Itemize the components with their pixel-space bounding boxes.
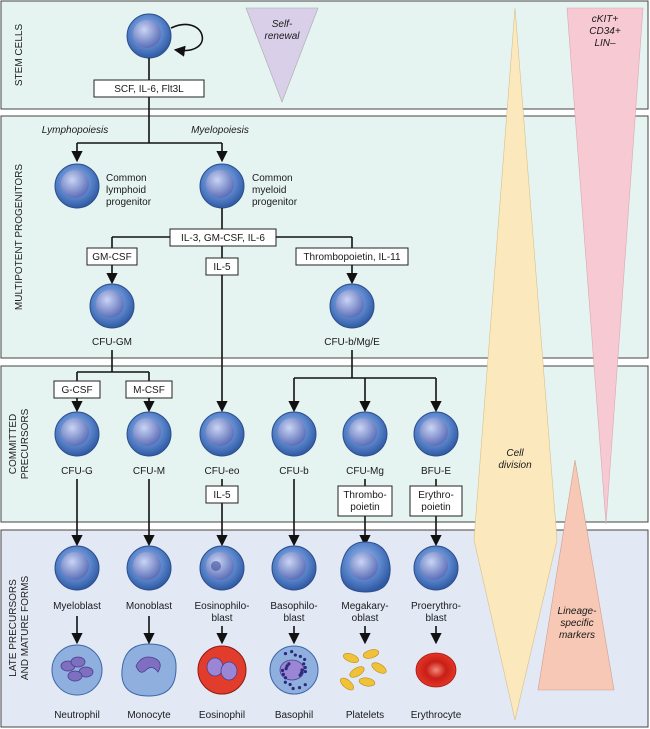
cfu-gm-cell	[89, 283, 135, 329]
common-myeloid-progenitor	[199, 163, 245, 209]
mature-cell-3	[197, 645, 247, 695]
markers-label-3: LIN–	[594, 38, 616, 49]
blast-label-3-b: blast	[211, 613, 232, 624]
blast-label-2-a: Monoblast	[126, 601, 172, 612]
myeloid-label-3: progenitor	[252, 197, 298, 208]
markers-wedge	[566, 7, 644, 525]
lymphoid-label-3: progenitor	[106, 197, 152, 208]
il5-top-label: IL-5	[213, 262, 231, 273]
mature-label-2: Monocyte	[127, 710, 171, 721]
myeloid-factor-label: IL-3, GM-CSF, IL-6	[181, 233, 265, 244]
committed-label-6: BFU-E	[421, 466, 451, 477]
g-csf-label: G-CSF	[61, 385, 92, 396]
mature-cell-2	[121, 643, 177, 697]
committed-cell-3	[199, 411, 245, 457]
committed-label-3: CFU-eo	[204, 466, 239, 477]
lymphoid-label-2: lymphoid	[106, 185, 146, 196]
blast-cell-3	[199, 545, 245, 591]
blast-label-5-a: Megakary-	[341, 601, 388, 612]
band-label-late-2: AND MATURE FORMS	[20, 576, 31, 681]
mature-cell-4	[269, 645, 319, 695]
blast-cell-5	[340, 541, 391, 593]
il5-bottom-label: IL-5	[213, 490, 231, 501]
blast-cell-2	[126, 545, 172, 591]
mature-label-1: Neutrophil	[54, 710, 100, 721]
blast-cell-6	[413, 545, 459, 591]
lineage-label-3: markers	[559, 630, 595, 641]
blast-label-6-b: blast	[425, 613, 446, 624]
mature-cell-1	[51, 644, 103, 696]
self-renewal-wedge	[245, 7, 319, 103]
self-renewal-arrow	[170, 23, 204, 57]
band-label-committed-1: COMMITTED	[8, 414, 19, 475]
cell-division-label-2: division	[498, 460, 532, 471]
committed-label-4: CFU-b	[279, 466, 309, 477]
stem-factor-label: SCF, IL-6, Flt3L	[114, 84, 184, 95]
blast-cell-4	[271, 545, 317, 591]
lymphoid-label-1: Common	[106, 173, 147, 184]
lineage-label-1: Lineage-	[558, 606, 598, 617]
mature-label-6: Erythrocyte	[411, 710, 462, 721]
blast-cell-1	[54, 545, 100, 591]
stem-cell	[126, 13, 172, 59]
thrombopoietin-label-1: Thrombo-	[343, 490, 386, 501]
il5-bottom-box	[205, 485, 239, 504]
cell-division-wedge	[473, 7, 558, 721]
thrombopoietin-label-2: poietin	[350, 502, 379, 513]
committed-label-2: CFU-M	[133, 466, 165, 477]
myelopoiesis-label: Myelopoiesis	[191, 125, 249, 136]
mature-cell-6	[415, 652, 457, 688]
band-label-late-1: LATE PRECURSORS	[8, 579, 19, 677]
cfu-bmge-cell	[329, 283, 375, 329]
blast-label-6-a: Proerythro-	[411, 601, 461, 612]
committed-cell-5	[342, 411, 388, 457]
m-csf-label: M-CSF	[133, 385, 165, 396]
thrombopoietin-box	[337, 485, 393, 517]
erythropoietin-label-2: poietin	[421, 502, 450, 513]
lineage-markers-wedge	[537, 459, 615, 691]
band-label-stem: STEM CELLS	[14, 24, 25, 87]
gm-csf-label: GM-CSF	[92, 252, 131, 263]
myeloid-label-1: Common	[252, 173, 293, 184]
blast-label-5-b: oblast	[352, 613, 379, 624]
blast-label-1-a: Myeloblast	[53, 601, 101, 612]
self-renewal-label-1: Self-	[272, 19, 293, 30]
mature-label-4: Basophil	[275, 710, 313, 721]
committed-cell-6	[413, 411, 459, 457]
blast-label-4-b: blast	[283, 613, 304, 624]
committed-label-5: CFU-Mg	[346, 466, 384, 477]
markers-label-2: CD34+	[589, 26, 621, 37]
thrombo-il11-label: Thrombopoietin, IL-11	[303, 252, 401, 263]
mature-cell-5	[340, 649, 387, 691]
band-label-committed-2: PRECURSORS	[20, 408, 31, 479]
erythropoietin-label-1: Erythro-	[418, 490, 454, 501]
erythropoietin-box	[409, 485, 463, 517]
cfu-bmge-label: CFU-b/Mg/E	[324, 337, 380, 348]
markers-label-1: cKIT+	[592, 14, 619, 25]
committed-cell-4	[271, 411, 317, 457]
cell-division-label-1: Cell	[506, 448, 524, 459]
blast-label-3-a: Eosinophilo-	[194, 601, 249, 612]
committed-label-1: CFU-G	[61, 466, 93, 477]
mature-label-5: Platelets	[346, 710, 384, 721]
self-renewal-label-2: renewal	[264, 31, 300, 42]
common-lymphoid-progenitor	[54, 163, 100, 209]
band-label-multipotent: MULTIPOTENT PROGENITORS	[14, 164, 25, 310]
committed-cell-1	[54, 411, 100, 457]
committed-cell-2	[126, 411, 172, 457]
cfu-gm-label: CFU-GM	[92, 337, 132, 348]
myeloid-label-2: myeloid	[252, 185, 286, 196]
mature-label-3: Eosinophil	[199, 710, 245, 721]
blast-label-4-a: Basophilo-	[270, 601, 317, 612]
lymphopoiesis-label: Lymphopoiesis	[42, 125, 109, 136]
lineage-label-2: specific	[560, 618, 593, 629]
